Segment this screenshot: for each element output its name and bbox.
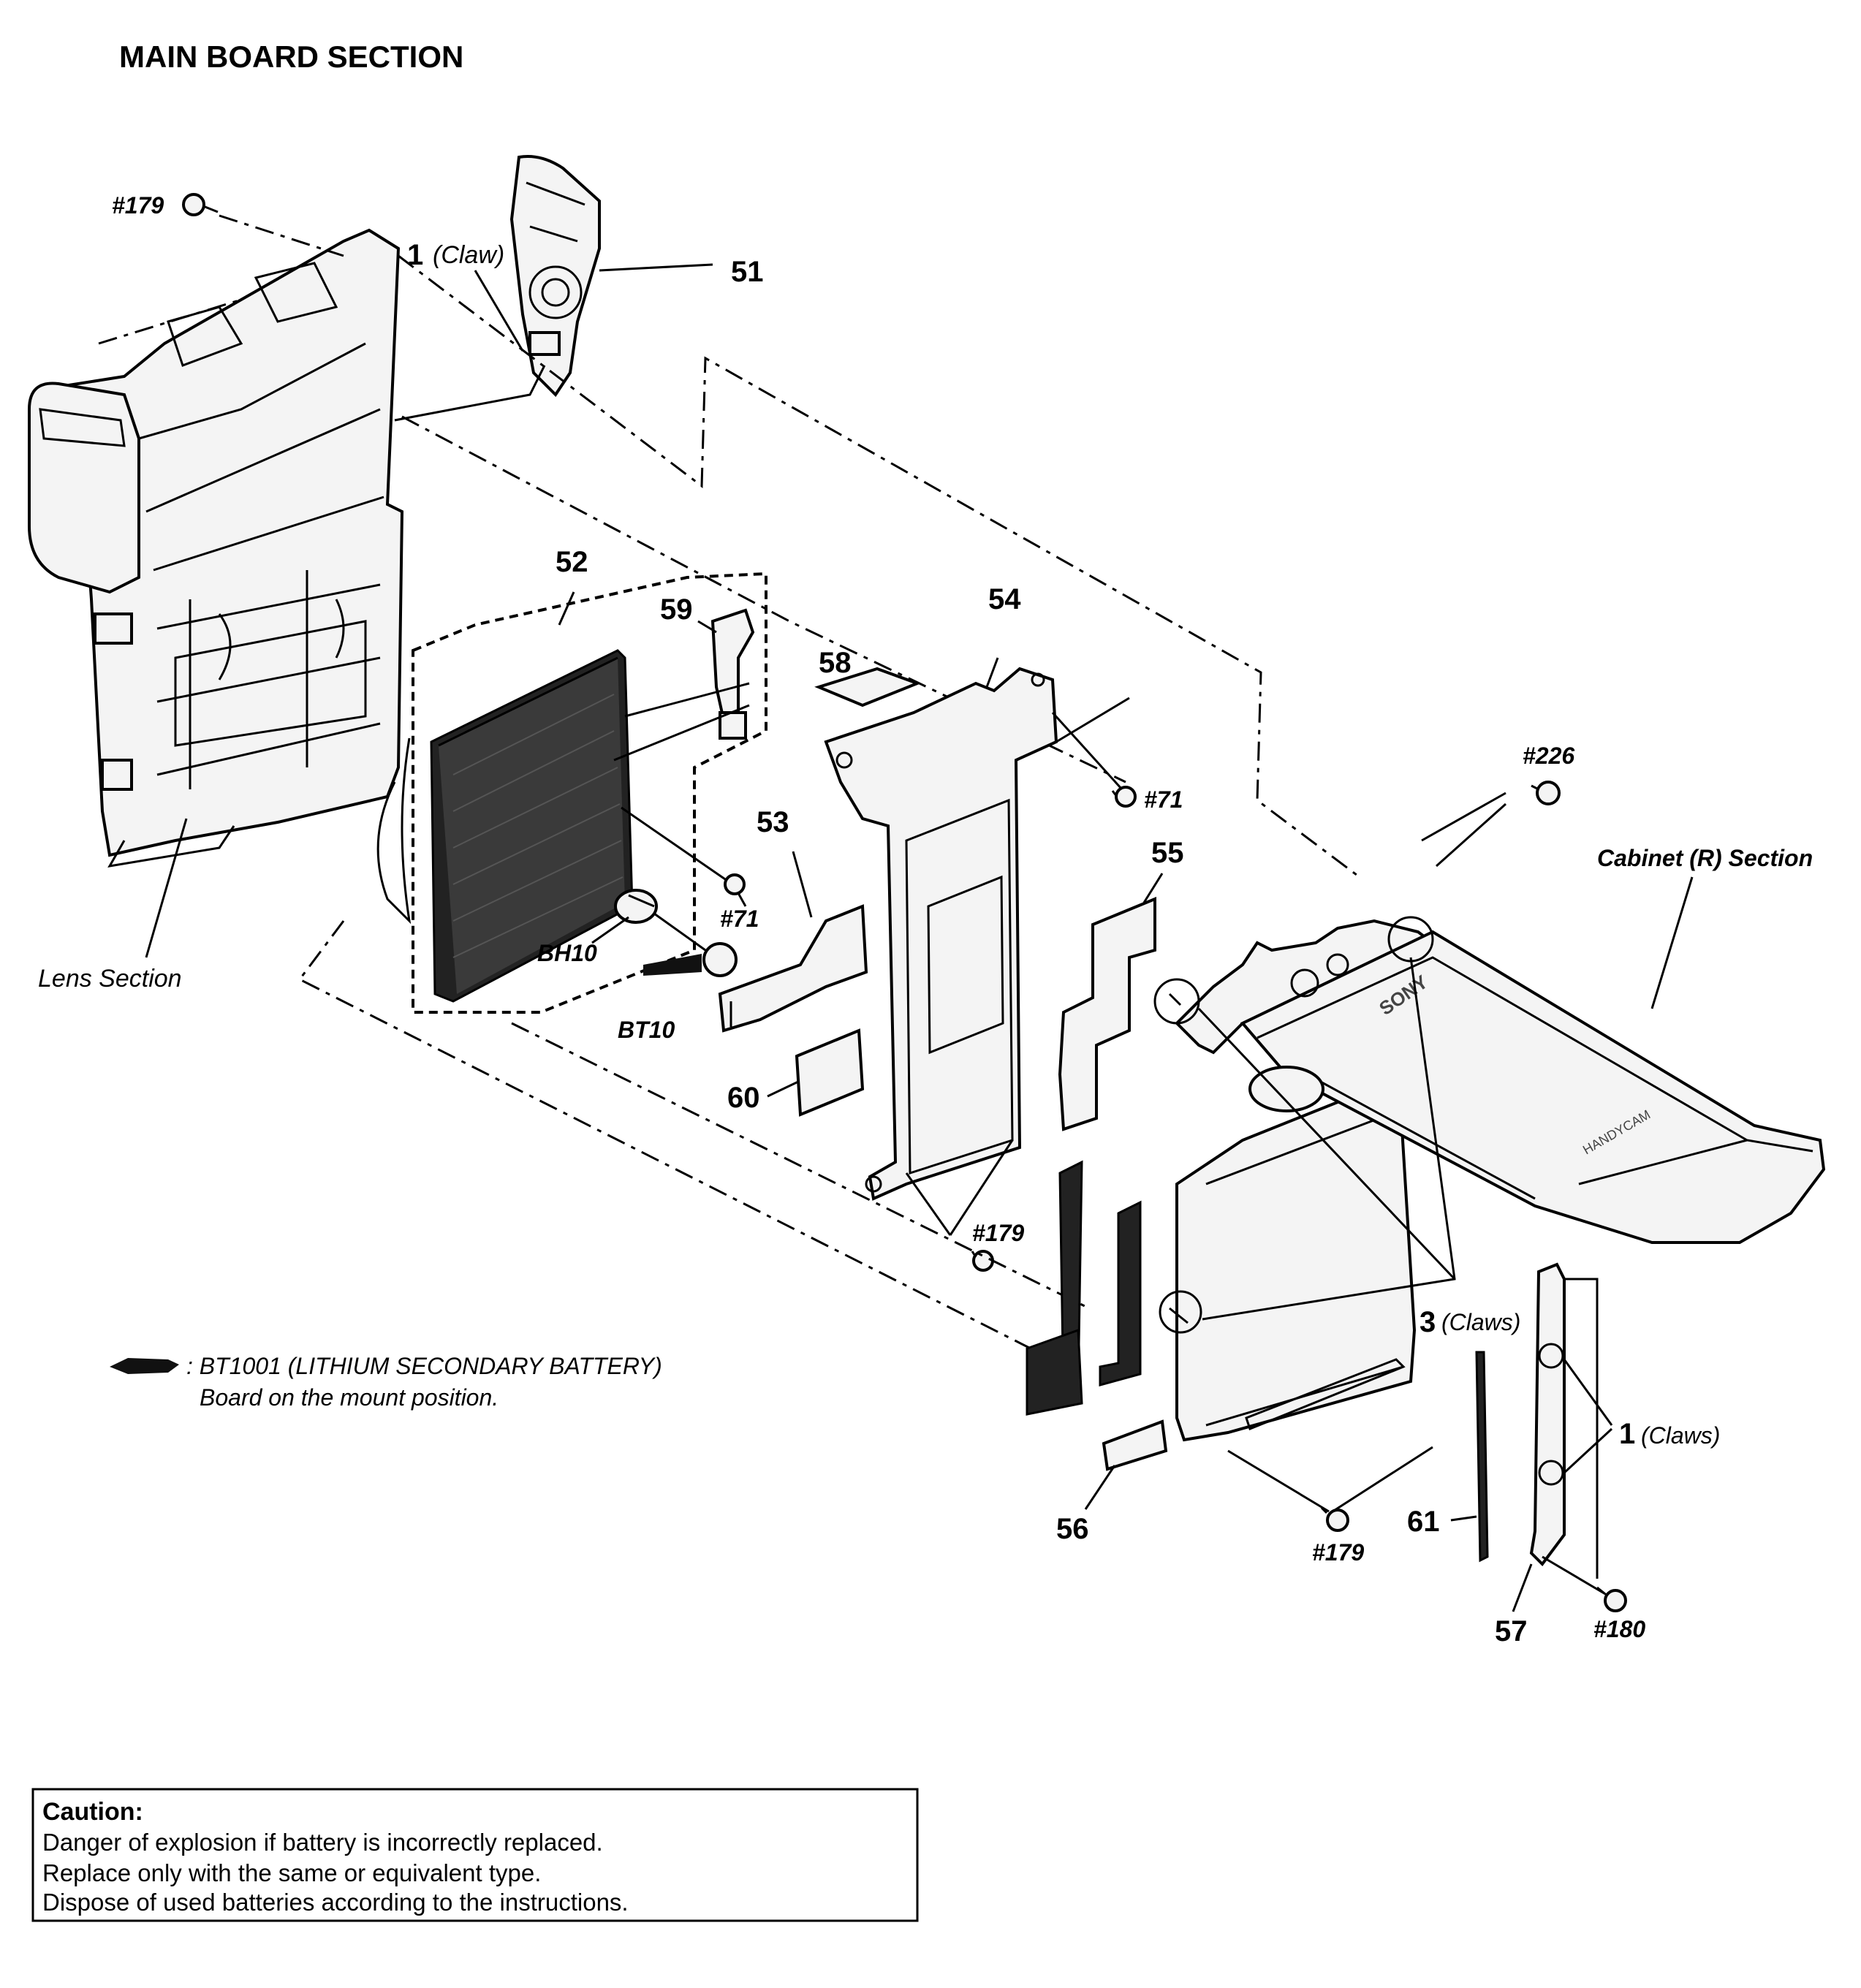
part-54-leader — [985, 657, 999, 688]
claws-1-leader — [1563, 1359, 1613, 1474]
screw-179-bottom-leader — [1227, 1446, 1433, 1514]
caution-heading: Caution: — [42, 1798, 143, 1826]
cabinet-r-section-assembly: SONY HANDYCAM — [1153, 916, 1826, 1442]
part-54-frame — [824, 667, 1058, 1201]
page-title: MAIN BOARD SECTION — [119, 39, 463, 74]
bh10-label: BH10 — [537, 940, 597, 966]
part-60-leader — [767, 1080, 799, 1098]
claw-1-top-note: (Claw) — [433, 241, 504, 269]
caution-line-3: Dispose of used batteries according to t… — [42, 1889, 629, 1916]
battery-bt10-icon — [643, 942, 738, 977]
claws-3-number: 3 — [1420, 1306, 1436, 1338]
part-57-label: 57 — [1495, 1615, 1528, 1647]
part-51-leader — [599, 263, 713, 272]
part-59-label: 59 — [660, 593, 693, 626]
board-52-flex — [376, 737, 412, 925]
part-55-leader — [1142, 873, 1164, 903]
part-55-label: 55 — [1151, 837, 1184, 869]
bt10-leader — [653, 912, 706, 952]
part-59-bracket — [710, 608, 755, 740]
battery-legend-icon — [110, 1358, 179, 1374]
part-51-label: 51 — [731, 256, 764, 288]
lower-flex-dark — [1026, 1160, 1142, 1416]
part-58-label: 58 — [819, 647, 852, 679]
part-61-label: 61 — [1407, 1506, 1440, 1538]
screw-226-icon — [1531, 781, 1561, 805]
legend-line-1: : BT1001 (LITHIUM SECONDARY BATTERY) — [186, 1353, 662, 1379]
legend-line-2: Board on the mount position. — [200, 1384, 499, 1411]
part-52-label: 52 — [556, 546, 588, 578]
part-52-dotted-outline — [412, 572, 767, 1014]
main-board-52 — [430, 649, 634, 1003]
part-57-bracket — [1529, 1262, 1566, 1567]
screw-179-mid-icon — [971, 1250, 994, 1272]
battery-holder-bh10 — [614, 889, 658, 924]
screw-179-mid-label: #179 — [972, 1220, 1024, 1246]
part-56-leader — [1084, 1465, 1116, 1510]
part-52-leader — [558, 591, 575, 626]
part-51-bracket — [509, 155, 601, 398]
claws-3-note: (Claws) — [1441, 1309, 1520, 1335]
part-56-sheet — [1102, 1419, 1168, 1471]
screw-226-leader — [1421, 792, 1507, 868]
part-59-connect — [613, 682, 750, 762]
screw-71-mid-label: #71 — [720, 906, 759, 932]
claws-1-number: 1 — [1619, 1418, 1635, 1450]
screw-179-top-dashline — [98, 214, 344, 345]
guide-dashline-lower — [297, 920, 1039, 1354]
screw-179-top-label: #179 — [112, 192, 164, 219]
part-58-sheet — [814, 667, 922, 707]
screw-180-leader — [1542, 1555, 1607, 1596]
part-60-label: 60 — [727, 1082, 760, 1114]
part-53-label: 53 — [757, 806, 789, 838]
part-54-label: 54 — [988, 583, 1021, 615]
screw-71-right-leader — [1051, 697, 1130, 791]
part-56-label: 56 — [1056, 1513, 1089, 1545]
part-57-leader — [1512, 1563, 1533, 1612]
lens-section-assembly — [28, 228, 404, 868]
caution-line-1: Danger of explosion if battery is incorr… — [42, 1829, 603, 1856]
lens-section-label: Lens Section — [38, 965, 182, 993]
cabinet-r-section-label: Cabinet (R) Section — [1597, 845, 1813, 871]
part-61-leader — [1450, 1515, 1477, 1522]
claw-1-top-leader — [474, 270, 524, 352]
guide-dashline-lower-2 — [511, 1022, 1090, 1310]
part-55-flex — [1058, 897, 1156, 1131]
screw-71-mid-leader — [621, 806, 728, 882]
screw-179-mid-leader — [905, 1139, 1014, 1236]
part-53-flex-cable — [718, 904, 868, 1033]
screw-180-label: #180 — [1593, 1616, 1645, 1642]
cabinet-r-leader — [1650, 876, 1694, 1009]
screw-226-label: #226 — [1523, 743, 1574, 769]
part-60-sheet — [795, 1028, 865, 1117]
screw-71-mid-icon — [724, 873, 747, 907]
claws-1-note: (Claws) — [1641, 1422, 1720, 1449]
screw-179-bottom-label: #179 — [1312, 1539, 1364, 1566]
screw-71-right-label: #71 — [1144, 786, 1183, 813]
bt10-label: BT10 — [618, 1017, 675, 1043]
claws-3-leader — [1197, 957, 1456, 1321]
guide-dashline-top — [398, 254, 1360, 879]
claw-1-top-link — [394, 365, 546, 422]
part-53-leader — [792, 851, 813, 918]
lens-section-leader — [145, 818, 188, 958]
caution-line-2: Replace only with the same or equivalent… — [42, 1859, 541, 1886]
screw-179-top-icon — [182, 193, 219, 216]
screw-179-bottom-icon — [1320, 1506, 1349, 1532]
bh10-leader — [591, 916, 629, 944]
claw-1-top-number: 1 — [407, 239, 423, 271]
part-59-leader — [697, 620, 717, 634]
part-57-side-line — [1564, 1278, 1599, 1579]
caution-box — [31, 1788, 919, 1922]
screw-71-right-icon — [1111, 786, 1137, 808]
part-61-strip — [1475, 1351, 1489, 1563]
